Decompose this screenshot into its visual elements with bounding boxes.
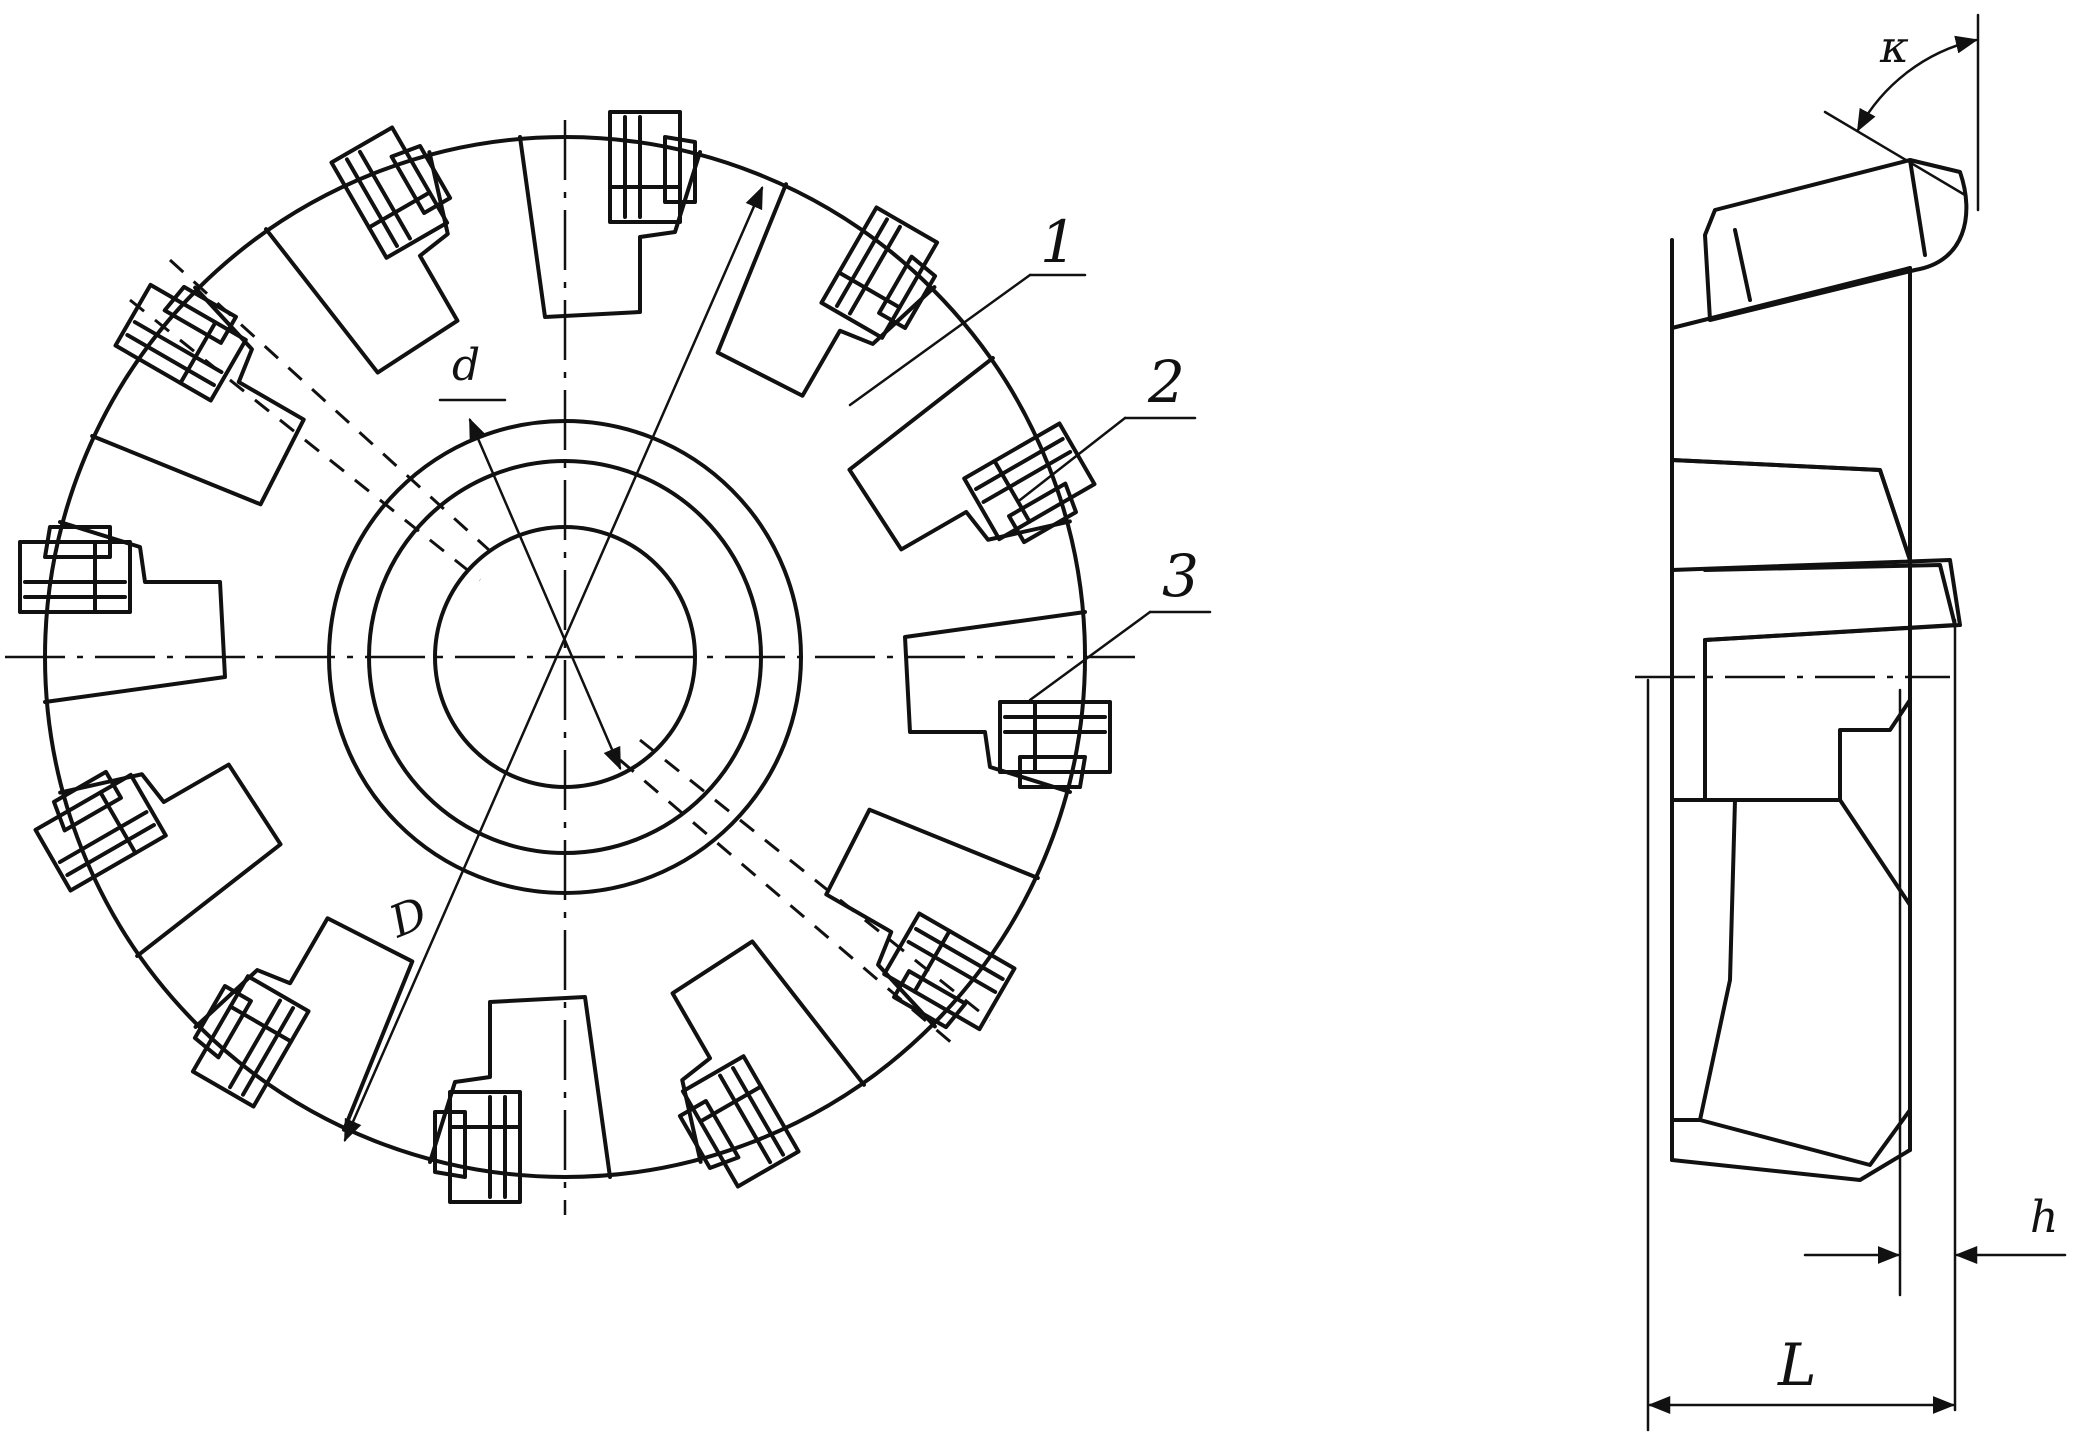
insert-pocket: [90, 282, 306, 507]
section-bottom-profile: [1670, 1118, 1912, 1182]
section-outer-profile: [1670, 238, 1912, 1162]
bolt-hole-trace: [168, 258, 502, 562]
bolt-hole-trace: [129, 298, 481, 582]
dim-D-label: D: [382, 888, 435, 949]
hatched-body-lower: [1698, 798, 1912, 1167]
dim-L-label: L: [1777, 1331, 1817, 1399]
angle-kappa-arc: [1856, 35, 1979, 132]
insert-pocket: [824, 807, 1040, 1032]
insert-pocket: [428, 995, 612, 1204]
dim-d-line: [468, 417, 622, 771]
angle-kappa-label: κ: [1879, 22, 1909, 73]
dim-h-label: h: [2030, 1192, 2058, 1243]
insert-pocket: [18, 520, 227, 704]
insert-pocket: [903, 610, 1112, 794]
callout-1-label: 1: [1040, 208, 1077, 276]
front-view: d D 1 2 3: [5, 110, 1212, 1215]
insert-pocket: [670, 939, 866, 1189]
callout-2-leader: [1018, 416, 1127, 502]
section-insert: [1703, 158, 1969, 322]
dim-d-label: d: [452, 340, 480, 391]
cutter-body-outline: [43, 135, 1087, 1179]
insert-pocket: [33, 762, 283, 958]
insert-pocket: [518, 110, 702, 319]
callout-3-leader: [1028, 610, 1152, 702]
section-hub-profile: [1670, 458, 1962, 802]
angle-ref-slant: [1823, 110, 1967, 197]
insert-pocket: [715, 182, 940, 398]
section-insert-edge: [1733, 228, 1752, 302]
callout-2-label: 2: [1147, 348, 1185, 416]
section-wedge: [1703, 563, 1957, 642]
callout-1-leader: [848, 273, 1032, 407]
dim-D-line: [343, 185, 764, 1143]
callout-3-label: 3: [1162, 542, 1199, 610]
insert-pocket: [847, 356, 1097, 552]
section-insert-tip: [1908, 158, 1927, 257]
section-view: κ h L: [1635, 13, 2067, 1432]
